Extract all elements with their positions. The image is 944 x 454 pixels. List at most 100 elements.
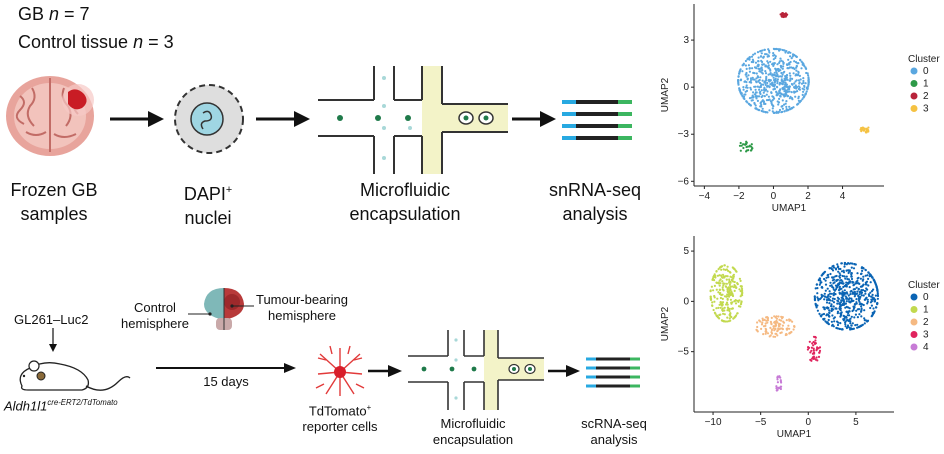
scatter-point-cluster-1 bbox=[718, 313, 721, 317]
scatter-point-cluster-0 bbox=[860, 289, 863, 292]
scatter-point-cluster-0 bbox=[773, 80, 776, 83]
scatter-point-cluster-0 bbox=[772, 76, 775, 79]
scatter-point-cluster-0 bbox=[781, 67, 784, 70]
scatter-point-cluster-1 bbox=[724, 285, 727, 288]
scatter-point-cluster-0 bbox=[818, 312, 821, 315]
scatter-point-cluster-0 bbox=[764, 111, 767, 114]
arrow-right-icon bbox=[512, 111, 556, 127]
scatter-point-cluster-0 bbox=[850, 275, 853, 278]
scatter-point-cluster-0 bbox=[793, 82, 796, 85]
scatter-point-cluster-0 bbox=[839, 279, 842, 282]
scatter-point-cluster-4 bbox=[775, 387, 778, 390]
scatter-point-cluster-0 bbox=[794, 80, 797, 83]
scatter-point-cluster-0 bbox=[846, 292, 849, 295]
scatter-point-cluster-0 bbox=[767, 66, 770, 69]
scatter-point-cluster-0 bbox=[847, 298, 850, 301]
scatter-point-cluster-2 bbox=[759, 320, 762, 323]
scatter-point-cluster-0 bbox=[745, 75, 748, 78]
scatter-point-cluster-0 bbox=[844, 261, 847, 265]
scatter-point-cluster-0 bbox=[802, 77, 805, 80]
scatter-point-cluster-0 bbox=[862, 278, 865, 281]
scatter-point-cluster-0 bbox=[825, 301, 829, 304]
scatter-point-cluster-0 bbox=[782, 93, 785, 96]
scatter-point-cluster-2 bbox=[787, 324, 790, 327]
scatter-point-cluster-3 bbox=[861, 126, 864, 129]
scatter-point-cluster-1 bbox=[722, 284, 725, 287]
scatter-point-cluster-2 bbox=[780, 15, 783, 18]
scatter-point-cluster-1 bbox=[728, 289, 731, 292]
scatter-point-cluster-0 bbox=[802, 81, 805, 84]
scatter-point-cluster-0 bbox=[776, 82, 779, 85]
scatter-point-cluster-0 bbox=[827, 318, 830, 322]
scatter-point-cluster-0 bbox=[863, 322, 866, 325]
scatter-point-cluster-0 bbox=[823, 295, 827, 298]
scatter-point-cluster-0 bbox=[871, 276, 874, 279]
scatter-point-cluster-1 bbox=[712, 289, 715, 292]
scatter-point-cluster-0 bbox=[864, 281, 867, 284]
scatter-point-cluster-1 bbox=[751, 147, 754, 150]
scatter-point-cluster-1 bbox=[724, 275, 728, 278]
scatter-point-cluster-0 bbox=[872, 288, 875, 291]
scatter-point-cluster-0 bbox=[863, 309, 866, 312]
scatter-point-cluster-3 bbox=[810, 346, 813, 349]
scatter-point-cluster-2 bbox=[764, 327, 767, 330]
scatter-point-cluster-0 bbox=[788, 72, 791, 75]
scatter-point-cluster-0 bbox=[778, 97, 781, 100]
scatter-point-cluster-0 bbox=[789, 74, 792, 77]
scatter-point-cluster-0 bbox=[761, 110, 764, 113]
scatter-point-cluster-0 bbox=[785, 77, 788, 80]
scatter-point-cluster-0 bbox=[819, 281, 822, 285]
scatter-point-cluster-0 bbox=[783, 110, 786, 113]
scatter-point-cluster-2 bbox=[780, 315, 783, 318]
scatter-point-cluster-0 bbox=[836, 263, 839, 266]
scatter-point-cluster-0 bbox=[803, 84, 806, 87]
scatter-point-cluster-0 bbox=[821, 313, 824, 316]
mouse-brain-icon bbox=[204, 288, 244, 330]
scatter-point-cluster-0 bbox=[842, 318, 845, 321]
scatter-point-cluster-0 bbox=[789, 77, 792, 80]
legend-swatch bbox=[910, 105, 918, 112]
scatter-point-cluster-0 bbox=[849, 293, 852, 296]
scatter-point-cluster-2 bbox=[761, 317, 764, 320]
scatter-point-cluster-1 bbox=[721, 273, 725, 276]
scatter-point-cluster-0 bbox=[755, 95, 758, 98]
scatter-point-cluster-0 bbox=[761, 69, 764, 72]
scatter-point-cluster-3 bbox=[812, 351, 815, 354]
scatter-point-cluster-0 bbox=[760, 103, 763, 106]
scatter-point-cluster-0 bbox=[747, 102, 750, 105]
scatter-point-cluster-0 bbox=[801, 63, 804, 66]
scatter-point-cluster-0 bbox=[804, 82, 807, 85]
scatter-point-cluster-0 bbox=[767, 64, 770, 67]
scatter-point-cluster-2 bbox=[774, 332, 777, 335]
scatter-point-cluster-0 bbox=[737, 75, 740, 78]
scatter-point-cluster-2 bbox=[756, 330, 759, 333]
scatter-point-cluster-0 bbox=[781, 73, 784, 76]
scatter-point-cluster-0 bbox=[786, 67, 789, 70]
scatter-point-cluster-0 bbox=[862, 275, 865, 278]
scatter-point-cluster-1 bbox=[721, 303, 724, 306]
legend-label: 1 bbox=[923, 79, 929, 90]
scatter-point-cluster-0 bbox=[760, 95, 763, 99]
scatter-point-cluster-0 bbox=[842, 271, 846, 274]
scatter-point-cluster-0 bbox=[774, 77, 777, 80]
legend-swatch bbox=[910, 67, 918, 75]
scatter-point-cluster-0 bbox=[831, 276, 834, 279]
scatter-point-cluster-0 bbox=[864, 283, 867, 286]
scatter-point-cluster-0 bbox=[849, 280, 852, 283]
y-tick-label: 3 bbox=[683, 35, 689, 46]
scatter-point-cluster-0 bbox=[857, 308, 861, 311]
scatter-point-cluster-0 bbox=[829, 295, 832, 298]
scatter-point-cluster-0 bbox=[781, 107, 784, 110]
scatter-point-cluster-1 bbox=[713, 284, 716, 287]
scatter-point-cluster-1 bbox=[723, 282, 726, 285]
scatter-point-cluster-1 bbox=[721, 297, 724, 300]
scatter-point-cluster-0 bbox=[828, 267, 831, 270]
scatter-point-cluster-2 bbox=[779, 331, 782, 335]
scatter-point-cluster-0 bbox=[869, 306, 872, 310]
scatter-point-cluster-0 bbox=[780, 92, 783, 95]
scatter-point-cluster-0 bbox=[829, 292, 832, 295]
scatter-point-cluster-0 bbox=[758, 86, 761, 89]
scatter-point-cluster-0 bbox=[806, 72, 809, 75]
scatter-point-cluster-0 bbox=[753, 52, 757, 55]
scatter-point-cluster-0 bbox=[827, 293, 830, 296]
